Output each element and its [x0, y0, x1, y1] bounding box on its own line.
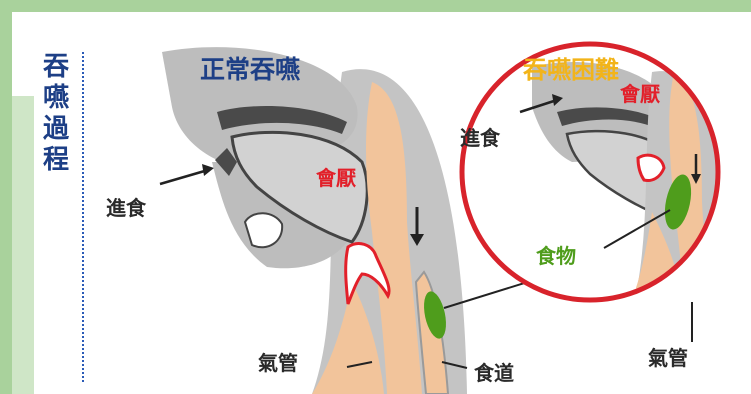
normal-feeding-label: 進食: [106, 192, 146, 221]
difficulty-illustration: [462, 44, 732, 342]
left-border: [0, 0, 12, 394]
difficulty-epiglottis-label: 會厭: [620, 78, 660, 107]
diff-epiglottis: [638, 155, 664, 180]
dotted-divider: [82, 52, 84, 382]
normal-trachea-label: 氣管: [258, 347, 298, 376]
difficulty-feeding-label: 進食: [460, 122, 500, 151]
normal-esophagus-label: 食道: [474, 357, 514, 386]
difficulty-title: 吞嚥困難: [523, 50, 619, 85]
normal-feeding-leader: [160, 170, 208, 184]
normal-epiglottis-label: 會厭: [316, 162, 356, 191]
difficulty-food-label: 食物: [536, 240, 576, 269]
diagram-panel: 吞嚥過程 正常吞嚥 進食 會厭 氣管 食道 吞嚥困難 進食 會厭 食物 氣管: [12, 12, 751, 394]
normal-title: 正常吞嚥: [200, 50, 300, 86]
process-title: 吞嚥過程: [36, 52, 76, 176]
normal-lower-teeth: [245, 213, 282, 247]
difficulty-trachea-label: 氣管: [648, 342, 688, 371]
top-border: [0, 0, 751, 12]
